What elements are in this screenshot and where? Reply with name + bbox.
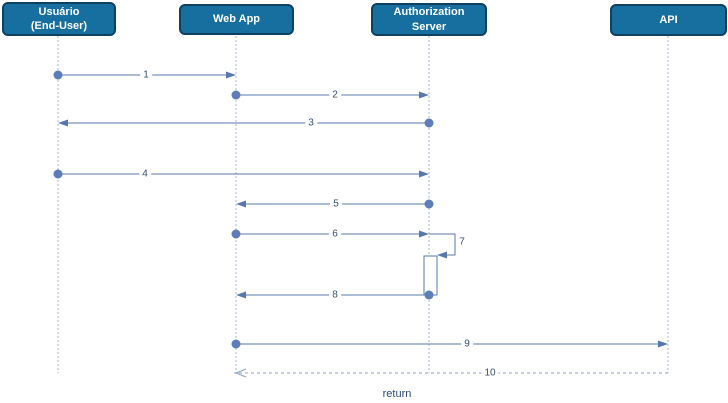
arrowhead-filled: [236, 200, 246, 208]
actor-box-api: API: [610, 4, 727, 36]
arrowhead-filled: [419, 230, 429, 238]
message-label-2: 2: [329, 89, 341, 101]
actor-label-line: Authorization: [393, 6, 465, 19]
actor-label-line: Server: [411, 20, 447, 33]
message-6: [231, 229, 429, 239]
message-10: [234, 368, 668, 378]
message-label-3: 3: [305, 117, 317, 129]
activation-bar: [423, 255, 438, 296]
source-dot: [231, 90, 241, 100]
message-4: [53, 169, 429, 179]
message-label-6: 6: [329, 228, 341, 240]
source-dot: [53, 70, 63, 80]
message-label-1: 1: [140, 69, 152, 81]
arrowhead-filled: [58, 119, 68, 127]
source-dot: [231, 229, 241, 239]
source-dot: [424, 199, 434, 209]
message-label-4: 4: [139, 168, 151, 180]
self-message-line: [429, 233, 456, 256]
message-label-10: 10: [481, 367, 499, 379]
return-label: return: [382, 388, 412, 400]
message-label-5: 5: [330, 198, 342, 210]
source-dot: [231, 339, 241, 349]
message-3: [58, 118, 434, 128]
message-2: [231, 90, 429, 100]
self-message-7: [429, 233, 456, 259]
arrowhead-filled: [437, 251, 447, 259]
actor-label-line: (End-User): [30, 20, 88, 32]
arrowhead-filled: [658, 340, 668, 348]
actor-box-web-app: Web App: [179, 4, 294, 35]
actor-label-line: Usuário: [38, 5, 80, 18]
arrowhead-open: [234, 368, 247, 378]
arrowhead-filled: [226, 71, 236, 79]
arrowhead-filled: [419, 170, 429, 178]
message-label-8: 8: [329, 289, 341, 301]
actor-box-end-user: Usuário (End-User): [2, 2, 116, 36]
self-message-label: 7: [456, 236, 468, 248]
actor-label-line: API: [659, 13, 678, 26]
source-dot: [424, 118, 434, 128]
source-dot: [53, 169, 63, 179]
actor-label-line: Web App: [212, 13, 261, 26]
source-dot: [424, 290, 434, 300]
arrowhead-filled: [419, 91, 429, 99]
message-9: [231, 339, 668, 349]
message-label-9: 9: [461, 338, 473, 350]
arrowhead-filled: [236, 291, 246, 299]
